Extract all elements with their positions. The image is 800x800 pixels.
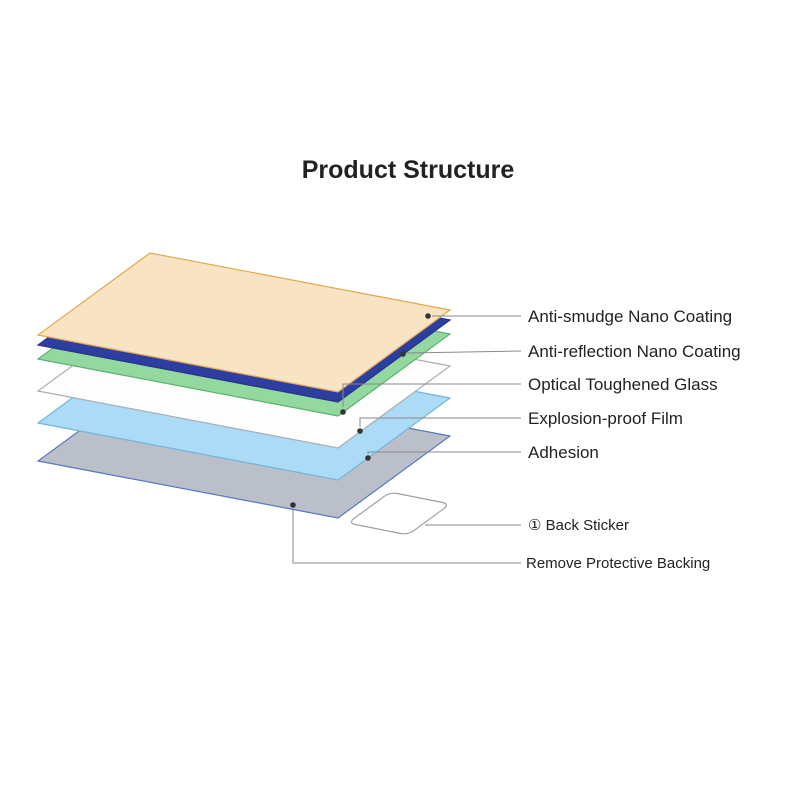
connector-dot-protective-backing bbox=[290, 502, 296, 508]
connector-dot-anti-smudge bbox=[425, 313, 431, 319]
connector-dot-anti-reflection bbox=[400, 351, 406, 357]
label-optical-toughened-glass: Optical Toughened Glass bbox=[528, 375, 718, 394]
connector-dot-adhesion bbox=[365, 455, 371, 461]
label-anti-smudge-coating: Anti-smudge Nano Coating bbox=[528, 307, 732, 326]
label-back-sticker: ① Back Sticker bbox=[528, 517, 629, 534]
connector-line-adhesion bbox=[367, 451, 521, 454]
label-explosion-proof-film: Explosion-proof Film bbox=[528, 409, 683, 428]
page-title: Product Structure bbox=[302, 156, 515, 184]
label-anti-reflection-coating: Anti-reflection Nano Coating bbox=[528, 342, 741, 361]
label-adhesion: Adhesion bbox=[528, 443, 599, 462]
connector-dot-optical-glass bbox=[340, 409, 346, 415]
connector-dot-explosion-proof bbox=[357, 428, 363, 434]
connector-line-anti-reflection bbox=[406, 350, 522, 354]
connector-line-explosion-proof bbox=[359, 417, 521, 427]
label-remove-protective-backing: Remove Protective Backing bbox=[526, 555, 710, 572]
layer-anti-smudge-coating bbox=[36, 252, 452, 393]
connector-line-protective-backing bbox=[292, 510, 521, 564]
connector-line-optical-glass bbox=[342, 383, 521, 407]
back-sticker-shape bbox=[350, 492, 448, 535]
